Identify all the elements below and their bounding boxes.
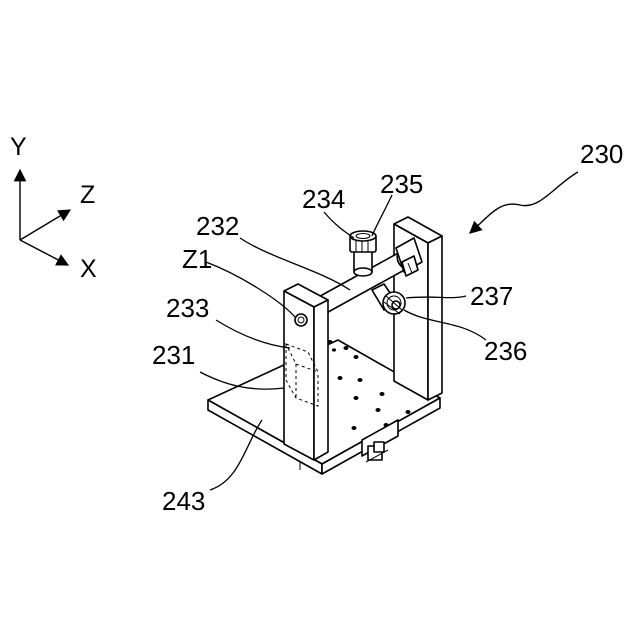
label-230: 230 bbox=[580, 139, 623, 169]
label-231: 231 bbox=[152, 340, 195, 370]
leader-232 bbox=[240, 238, 350, 290]
assembly-arrow bbox=[470, 172, 578, 233]
label-z1: Z1 bbox=[182, 244, 212, 274]
mount-hole bbox=[354, 396, 359, 400]
label-236: 236 bbox=[484, 336, 527, 366]
connector-base bbox=[354, 268, 372, 276]
mount-hole bbox=[344, 346, 349, 350]
label-234: 234 bbox=[302, 184, 345, 214]
mount-hole bbox=[352, 426, 357, 430]
mount-hole bbox=[376, 408, 381, 412]
leader-z1 bbox=[206, 262, 296, 318]
assembly-pointer: 230 bbox=[470, 139, 623, 233]
leader-234 bbox=[324, 212, 354, 238]
left-plate-side bbox=[314, 300, 328, 460]
x-axis-arrow bbox=[20, 240, 68, 265]
mount-hole bbox=[406, 410, 411, 414]
right-plate-side bbox=[428, 236, 442, 400]
label-232: 232 bbox=[196, 211, 239, 241]
bracket-block bbox=[374, 442, 384, 452]
leader-233 bbox=[216, 320, 290, 348]
z-axis-arrow bbox=[20, 210, 70, 240]
y-axis-label: Y bbox=[10, 133, 27, 161]
left-support-plate bbox=[284, 284, 328, 460]
mount-hole bbox=[332, 348, 336, 351]
left-plate-bore bbox=[295, 314, 307, 326]
label-237: 237 bbox=[470, 281, 513, 311]
apparatus bbox=[208, 217, 442, 474]
label-233: 233 bbox=[166, 293, 209, 323]
mount-hole bbox=[338, 376, 343, 380]
mount-hole bbox=[354, 355, 359, 359]
leader-235 bbox=[372, 195, 392, 236]
label-235: 235 bbox=[380, 169, 423, 199]
label-243: 243 bbox=[162, 486, 205, 516]
mount-hole bbox=[358, 378, 363, 382]
coordinate-axes: Y Z X bbox=[10, 133, 97, 283]
z-axis-label: Z bbox=[80, 181, 95, 209]
x-axis-label: X bbox=[80, 255, 97, 283]
mount-hole bbox=[380, 392, 385, 396]
